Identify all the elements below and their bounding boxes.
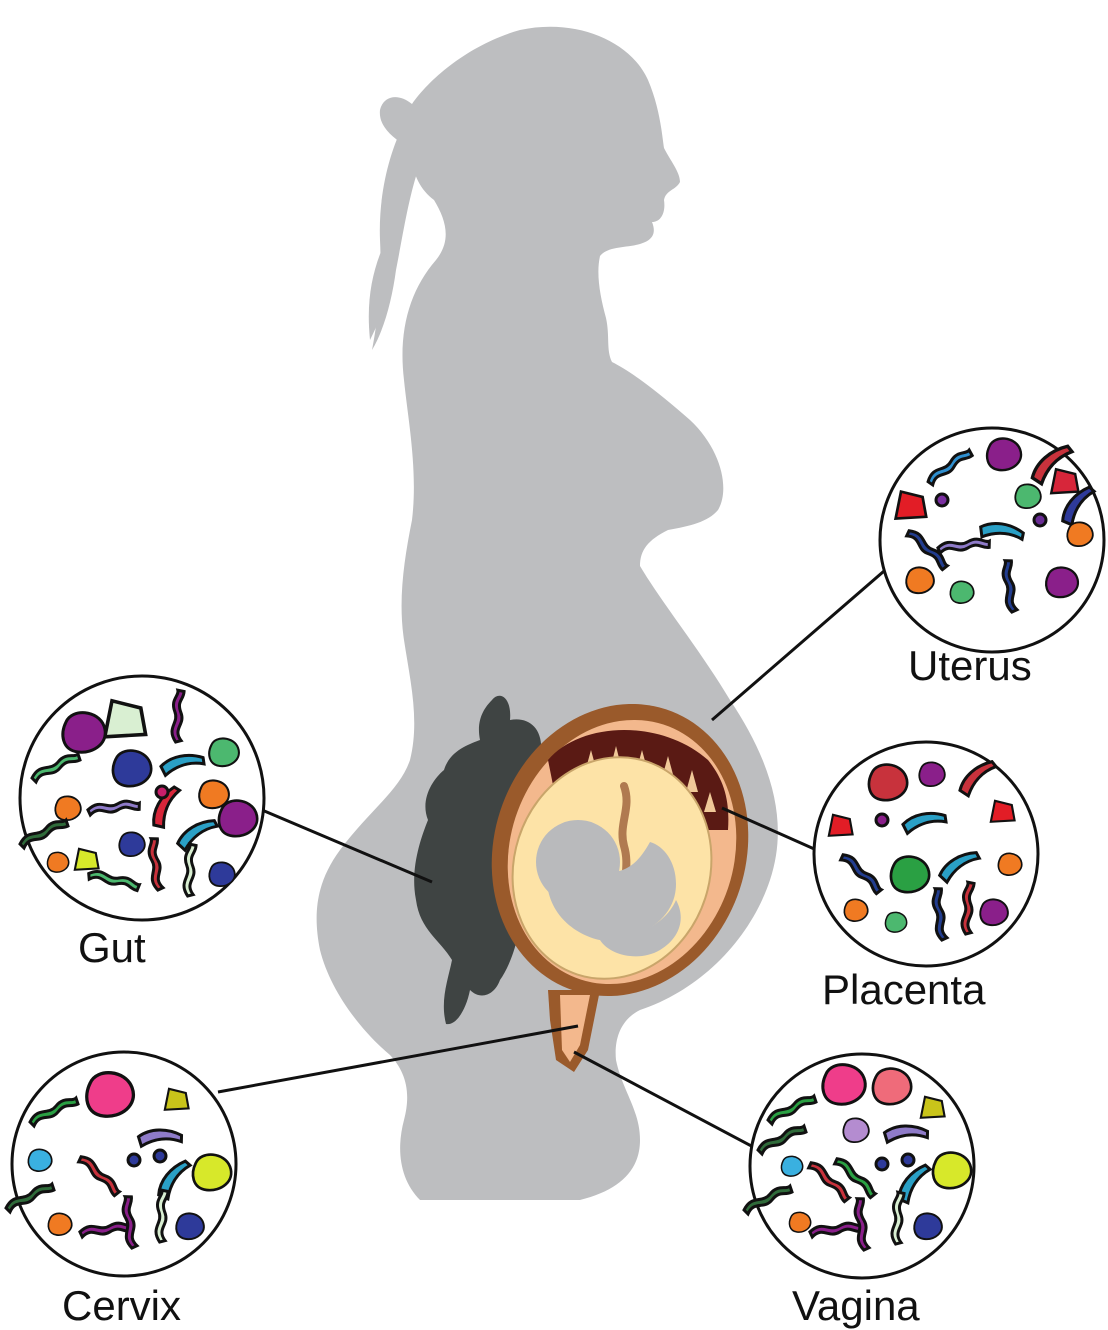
uterus-label: Uterus <box>908 642 1032 689</box>
cervix-microbe-circle <box>6 1052 236 1276</box>
cervix-label: Cervix <box>62 1282 181 1329</box>
uterus-microbe-circle <box>880 428 1104 652</box>
placenta-microbe-circle <box>814 742 1038 966</box>
placenta-label: Placenta <box>822 966 986 1013</box>
gut-microbe-circle <box>20 676 264 920</box>
vagina-label: Vagina <box>792 1282 920 1329</box>
uterus-connector <box>712 552 906 720</box>
vagina-microbe-circle <box>744 1054 974 1278</box>
gut-label: Gut <box>78 924 146 971</box>
pregnant-woman-silhouette <box>317 27 778 1200</box>
